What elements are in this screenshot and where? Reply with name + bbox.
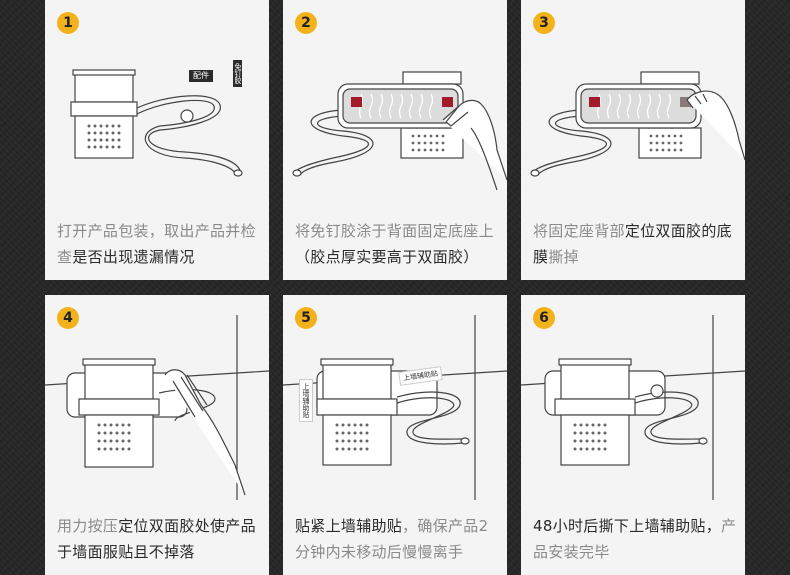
caption-text-highlight: 定位双面胶处使产品于墙面服贴且不掉落 [57,517,256,561]
caption-text-highlight: 贴紧上墙辅助贴 [295,517,403,535]
step-number-badge: 4 [57,307,79,329]
step-number-badge: 5 [295,307,317,329]
caption-text-highlight: 上墙辅助贴， [629,517,721,535]
step-card-2: 2 将免钉胶涂于背面固定底座上 （胶点厚实要高于双面胶） [283,0,507,280]
step-card-4: 4 用力按压定位双面胶处使产品于墙面服贴且不掉落 [45,295,269,575]
caption-text: 将固定座背部 [533,222,625,240]
step-card-3: 3 将固定座背部定位双面胶的底膜撕掉 [521,0,745,280]
step-caption: 贴紧上墙辅助贴，确保产品2分钟内未移动后慢慢离手 [295,513,501,565]
wall-sticker-label: 上墙辅助贴 [299,379,313,422]
step-1-illustration [70,69,243,177]
step-card-1: 配件 免钉胶 1 打开产品包装，取出产品并检查是否出现遗漏情况 [45,0,269,280]
step-caption: 48小时后撕下上墙辅助贴，产品安装完毕 [533,513,739,565]
caption-text: 将免钉胶涂于背面固定底座上 [295,222,494,240]
caption-text: 产品安装完毕 [533,517,737,561]
step-card-6: 6 48小时后撕下上墙辅助贴，产品安装完毕 [521,295,745,575]
step-number-badge: 3 [533,12,555,34]
step-4-illustration [45,315,269,500]
step-card-5: 上墙辅助贴 上墙辅助贴 5 贴紧上墙辅助贴，确保产品2分钟内未移动后慢慢离手 [283,295,507,575]
step-number-badge: 2 [295,12,317,34]
caption-text-highlight: 定位双面胶的底膜 [533,222,732,266]
parts-label: 配件 [189,70,213,82]
step-3-illustration [530,71,745,177]
caption-text: ，确保产品2分钟内未移动后慢慢离手 [295,517,489,561]
step-caption: 打开产品包装，取出产品并检查是否出现遗漏情况 [57,218,263,270]
glue-tube-label: 免钉胶 [233,60,242,87]
step-number-badge: 1 [57,12,79,34]
caption-text-highlight: 48小时后撕下 [533,517,630,535]
step-caption: 将免钉胶涂于背面固定底座上 （胶点厚实要高于双面胶） [295,218,501,270]
caption-text-highlight: 是否出现遗漏情况 [72,248,195,266]
caption-text: 撕掉 [548,248,579,266]
step-2-illustration [292,71,507,191]
caption-text: 用力按压 [57,517,119,535]
step-caption: 将固定座背部定位双面胶的底膜撕掉 [533,218,739,270]
caption-text-highlight: （胶点厚实要高于双面胶） [295,248,479,266]
caption-text: 打开产品包装，取出产品并检查 [57,222,256,266]
step-number-badge: 6 [533,307,555,329]
step-caption: 用力按压定位双面胶处使产品于墙面服贴且不掉落 [57,513,263,565]
step-6-illustration [521,315,745,500]
step-5-illustration [283,315,507,500]
